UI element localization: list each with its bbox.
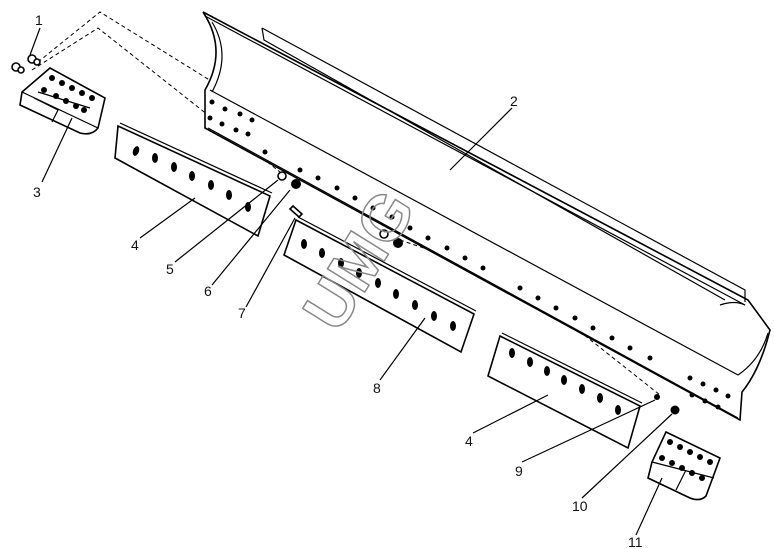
moldboard-part-2 <box>202 11 771 422</box>
callout-7: 7 <box>238 305 246 321</box>
nut-part-6 <box>291 179 403 248</box>
callout-9: 9 <box>515 463 523 479</box>
washer-part-9 <box>654 394 660 400</box>
mounting-holes <box>207 99 731 410</box>
callout-1: 1 <box>35 12 43 28</box>
left-shoe-part-3 <box>19 67 106 135</box>
callout-6: 6 <box>204 283 212 299</box>
callout-5: 5 <box>166 261 174 277</box>
callout-3: 3 <box>33 184 41 200</box>
callout-11: 11 <box>628 534 643 549</box>
callout-4: 4 <box>131 237 139 253</box>
callout-labels: 1 2 3 4 5 6 7 8 4 9 10 11 <box>33 12 643 549</box>
right-shoe-part-11 <box>647 430 722 501</box>
washer-part-5 <box>277 171 389 239</box>
nut-part-10 <box>670 405 680 415</box>
cutting-edge-part-4-left <box>114 122 273 238</box>
cutting-edge-part-4-right <box>487 332 643 450</box>
bolt-part-1 <box>11 54 41 74</box>
callout-4-right: 4 <box>465 433 473 449</box>
callout-8: 8 <box>373 380 381 396</box>
cutting-edge-part-8 <box>283 216 477 354</box>
bolt-part-7 <box>288 204 304 219</box>
leader-lines <box>29 27 673 536</box>
callout-10: 10 <box>572 498 588 514</box>
callout-2: 2 <box>510 93 518 109</box>
